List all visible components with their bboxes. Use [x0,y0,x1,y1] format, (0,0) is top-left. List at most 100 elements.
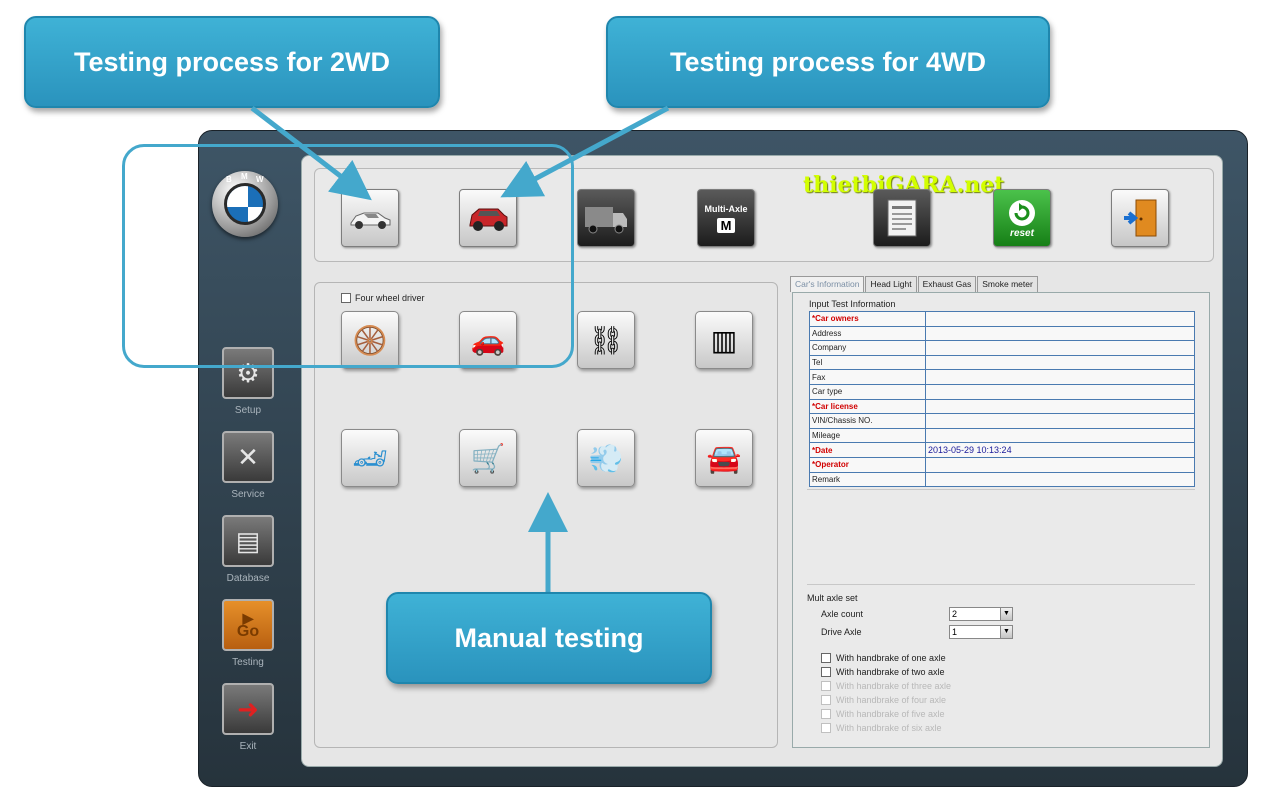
info-row: *Car license [809,398,1195,415]
checkbox[interactable] [341,293,351,303]
info-row-value[interactable] [925,340,1195,356]
suspension-test-button[interactable]: ⛓ [577,311,635,369]
info-row-value[interactable] [925,456,1195,473]
tools-icon: ✕ [222,431,274,483]
info-row-label: *Date [809,442,926,458]
info-row-label: Fax [809,369,926,385]
info-row-label: Car type [809,383,926,400]
handbrake-checkbox-label: With handbrake of five axle [836,709,945,719]
sidebar-item-label: Service [231,489,265,500]
handbrake-checkbox-label: With handbrake of four axle [836,695,947,705]
exit-door-icon [1124,199,1157,237]
checkbox[interactable] [821,653,831,663]
callout-4wd: Testing process for 4WD [606,16,1050,108]
four-wheel-driver-checkbox[interactable]: Four wheel driver [341,293,425,303]
toolbar: thietbiGARA.net Multi-Axle M [314,168,1214,262]
chevron-down-icon[interactable]: ▼ [1000,608,1012,620]
tab-cars-information[interactable]: Car's Information [790,276,865,292]
info-row-label: *Operator [809,456,926,473]
sidebar-item-service[interactable]: ✕ Service [217,431,279,500]
suv-4wd-button[interactable] [459,189,517,247]
report-button[interactable] [873,189,931,247]
info-row-label: *Car license [809,398,926,415]
drive-axle-select[interactable]: 1▼ [949,625,1013,639]
handbrake-checkbox-row: With handbrake of five axle [821,709,945,719]
info-row-value[interactable]: 2013-05-29 10:13:24 [925,442,1195,458]
info-row-value[interactable] [925,354,1195,371]
four-wheel-driver-label: Four wheel driver [355,293,425,303]
handbrake-checkbox-row[interactable]: With handbrake of two axle [821,667,945,677]
info-row: Mileage [809,427,1195,444]
checkbox [821,695,831,705]
callout-2wd: Testing process for 2WD [24,16,440,108]
checkbox [821,723,831,733]
headlight-test-button[interactable]: 🚘 [695,429,753,487]
truck-icon [585,207,627,234]
info-row-value[interactable] [925,427,1195,444]
info-row: Car type [809,383,1195,400]
info-row: Remark [809,471,1195,488]
reset-label: reset [1010,227,1034,239]
headlight-car-icon: 🚘 [706,442,742,474]
headlight-tester-icon: 🛒 [470,442,506,474]
handbrake-checkbox-row[interactable]: With handbrake of one axle [821,653,946,663]
exit-icon: ➜ [222,683,274,735]
info-row: *Operator [809,456,1195,473]
handbrake-checkbox-row: With handbrake of four axle [821,695,946,705]
info-row-value[interactable] [925,369,1195,385]
app-window: B M W ⚙ Setup ✕ Service ▤ Database ▶Go T… [198,130,1248,787]
info-row-value[interactable] [925,325,1195,342]
info-row-label: Address [809,325,926,342]
info-row-value[interactable] [925,413,1195,429]
axle-count-select[interactable]: 2▼ [949,607,1013,621]
sidebar-item-exit[interactable]: ➜ Exit [217,683,279,752]
checkbox [821,681,831,691]
handbrake-checkbox-label: With handbrake of one axle [836,653,946,663]
truck-button[interactable] [577,189,635,247]
go-icon: ▶Go [222,599,274,651]
logo-letter-m: M [241,172,248,181]
brake-disc-icon: 🛞 [352,324,388,356]
tab-exhaust-gas[interactable]: Exhaust Gas [917,276,977,292]
info-row-value[interactable] [925,383,1195,400]
sidebar-item-testing[interactable]: ▶Go Testing [217,599,279,668]
speedometer-test-button[interactable]: 🏎 [341,429,399,487]
exhaust-gas-icon: 💨 [588,442,624,474]
handbrake-checkbox-label: With handbrake of three axle [836,681,952,691]
info-panel: Car's Information Head Light Exhaust Gas… [790,276,1214,750]
alignment-test-button[interactable]: 🚗 [459,311,517,369]
info-row-value[interactable] [925,398,1195,415]
handbrake-checkbox-label: With handbrake of six axle [836,723,942,733]
checkbox[interactable] [821,667,831,677]
drive-axle-label: Drive Axle [821,627,862,637]
sidebar-item-database[interactable]: ▤ Database [217,515,279,584]
sidebar-item-label: Setup [234,405,262,416]
table-empty-area [807,489,1195,585]
sidebar-item-label: Database [226,573,270,584]
chevron-down-icon[interactable]: ▼ [1000,626,1012,638]
brake-test-button[interactable]: 🛞 [341,311,399,369]
tab-head-light[interactable]: Head Light [865,276,917,292]
multi-axle-icon: M [716,217,736,233]
exhaust-gas-test-button[interactable]: 💨 [577,429,635,487]
info-row-value[interactable] [925,471,1195,488]
info-row-label: Company [809,340,926,356]
sidebar-item-setup[interactable]: ⚙ Setup [217,347,279,416]
bmw-roundel-icon [224,183,266,225]
wheel-alignment-icon: 🚗 [470,324,506,356]
sidebar-item-label: Testing [232,657,264,668]
exit-door-button[interactable] [1111,189,1169,247]
handbrake-checkbox-label: With handbrake of two axle [836,667,945,677]
reset-button[interactable]: reset [993,189,1051,247]
info-row: Fax [809,369,1195,385]
side-slip-test-button[interactable]: ▥ [695,311,753,369]
info-row: *Car owners [809,311,1195,327]
tab-smoke-meter[interactable]: Smoke meter [977,276,1038,292]
sedan-2wd-button[interactable] [341,189,399,247]
info-row-value[interactable] [925,311,1195,327]
handbrake-checkbox-row: With handbrake of six axle [821,723,942,733]
sedan-car-icon [350,212,391,229]
headlight-tester-button[interactable]: 🛒 [459,429,517,487]
multi-axle-button[interactable]: Multi-Axle M [697,189,755,247]
